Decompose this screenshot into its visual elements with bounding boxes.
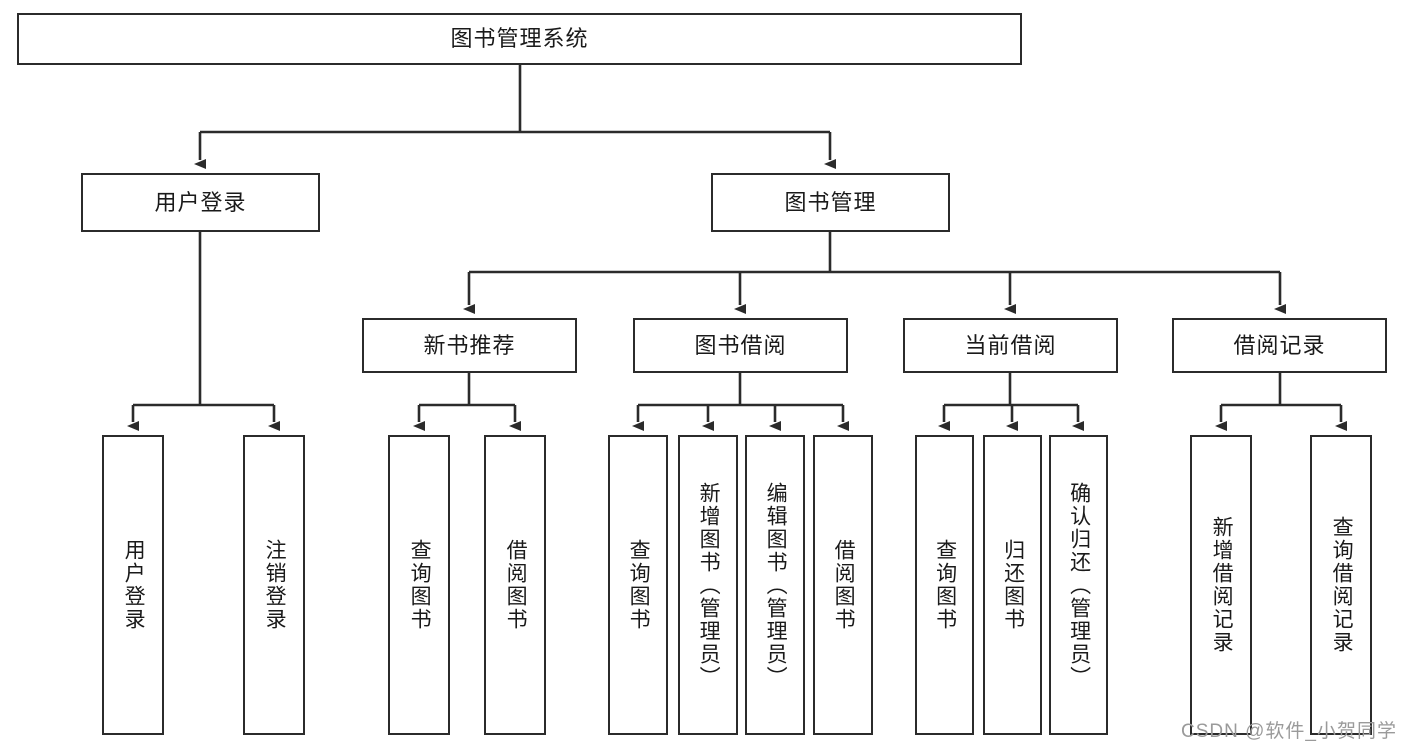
node-leaf-return-book[interactable]: 归还图书 [983, 435, 1042, 735]
node-label: 图书管理 [784, 189, 877, 215]
node-root-system[interactable]: 图书管理系统 [17, 13, 1022, 65]
node-label: 查询借阅记录 [1330, 516, 1354, 654]
node-label: 归还图书 [1001, 539, 1025, 631]
node-current-borrow[interactable]: 当前借阅 [903, 318, 1118, 373]
node-label: 图书管理系统 [450, 26, 589, 52]
node-leaf-query-book-recommend[interactable]: 查询图书 [388, 435, 450, 735]
node-label: 用户登录 [122, 539, 146, 631]
node-label: 新增借阅记录 [1210, 516, 1234, 654]
node-book-borrow[interactable]: 图书借阅 [633, 318, 848, 373]
node-label: 新增图书（管理员） [697, 481, 721, 689]
node-leaf-query-book-current[interactable]: 查询图书 [915, 435, 974, 735]
node-label: 编辑图书（管理员） [764, 481, 788, 689]
node-leaf-logout[interactable]: 注销登录 [243, 435, 305, 735]
node-label: 确认归还（管理员） [1067, 481, 1091, 689]
node-leaf-borrow-book[interactable]: 借阅图书 [813, 435, 873, 735]
node-leaf-user-login[interactable]: 用户登录 [102, 435, 164, 735]
node-label: 查询图书 [408, 539, 432, 631]
node-leaf-query-borrow-record[interactable]: 查询借阅记录 [1310, 435, 1372, 735]
node-label: 借阅图书 [504, 539, 528, 631]
node-label: 当前借阅 [964, 332, 1057, 358]
node-label: 查询图书 [627, 539, 651, 631]
node-label: 借阅记录 [1233, 332, 1326, 358]
node-borrow-record[interactable]: 借阅记录 [1172, 318, 1387, 373]
node-label: 用户登录 [154, 189, 247, 215]
node-label: 查询图书 [933, 539, 957, 631]
node-leaf-add-borrow-record[interactable]: 新增借阅记录 [1190, 435, 1252, 735]
node-label: 注销登录 [263, 539, 287, 631]
node-leaf-edit-book-admin[interactable]: 编辑图书（管理员） [745, 435, 805, 735]
node-leaf-query-book-borrow[interactable]: 查询图书 [608, 435, 668, 735]
node-new-book-recommend[interactable]: 新书推荐 [362, 318, 577, 373]
node-leaf-confirm-return-admin[interactable]: 确认归还（管理员） [1049, 435, 1108, 735]
node-label: 借阅图书 [832, 539, 856, 631]
node-label: 图书借阅 [694, 332, 787, 358]
node-book-manage[interactable]: 图书管理 [711, 173, 950, 232]
node-label: 新书推荐 [423, 332, 516, 358]
node-leaf-borrow-book-recommend[interactable]: 借阅图书 [484, 435, 546, 735]
node-user-login[interactable]: 用户登录 [81, 173, 320, 232]
node-leaf-add-book-admin[interactable]: 新增图书（管理员） [678, 435, 738, 735]
